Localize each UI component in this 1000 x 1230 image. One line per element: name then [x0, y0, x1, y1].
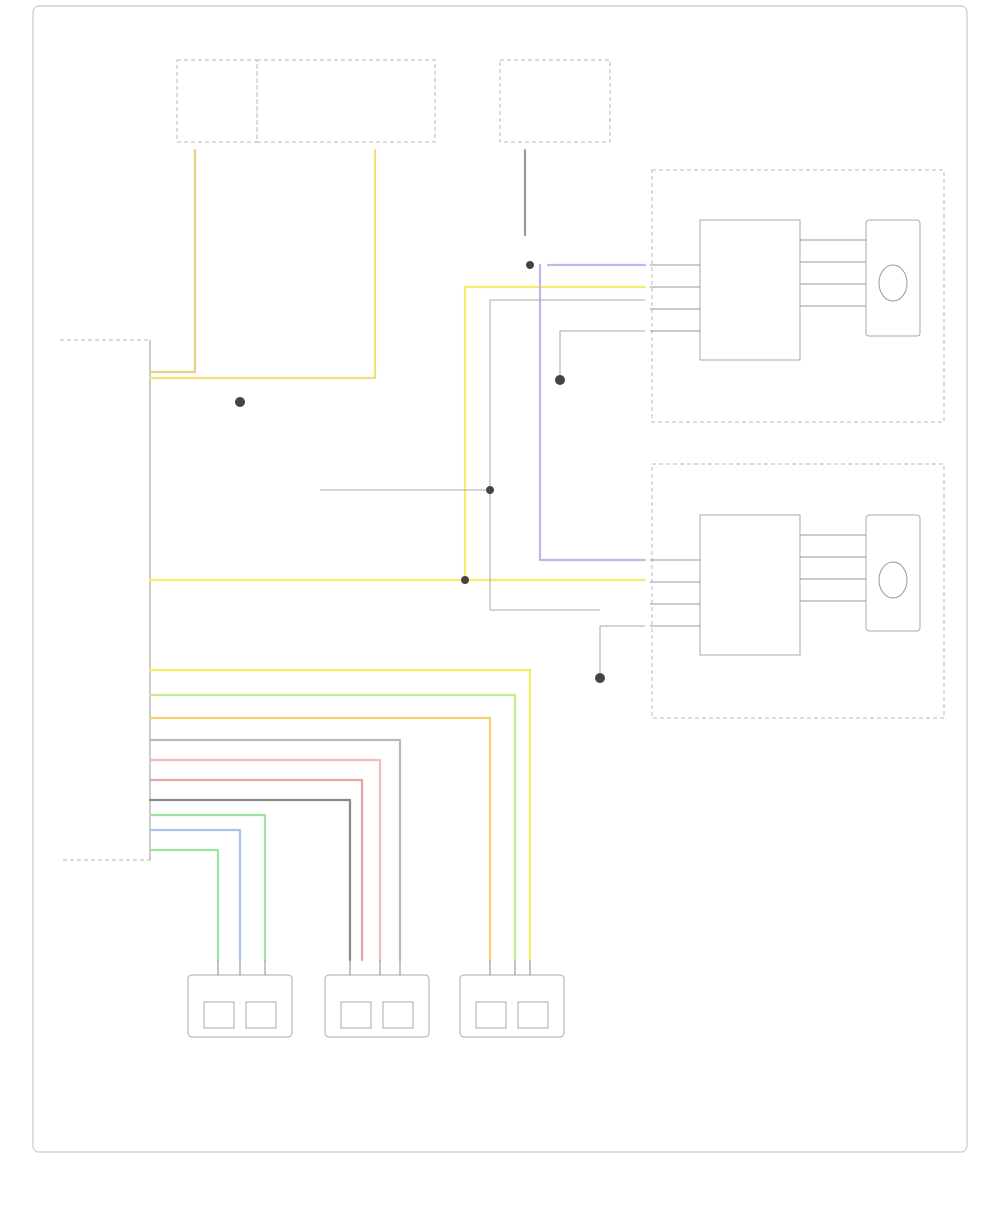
- wire-ground-1: [559, 330, 645, 380]
- wire-yellow-feed: [148, 148, 377, 380]
- wire-sensor-2b: [148, 758, 382, 962]
- wires: [148, 148, 647, 962]
- junction-dots: [235, 261, 605, 683]
- wire-sensor-3a: [148, 668, 532, 962]
- top-center-module: [256, 59, 436, 143]
- wire-sensor-3c: [148, 716, 492, 962]
- wire-sensor-1c: [148, 848, 220, 962]
- top-left-module: [176, 59, 258, 143]
- wire-sensor-1b: [148, 828, 242, 962]
- sensor-pin-stubs: [217, 960, 531, 975]
- sensor-3: [459, 974, 565, 1038]
- wire-sensor-2a: [148, 738, 402, 962]
- wire-tan-feed: [148, 148, 197, 374]
- sensor-2: [324, 974, 430, 1038]
- wire-gray-link: [489, 299, 645, 611]
- wire-violet: [538, 263, 647, 562]
- wire-yellow-riser: [463, 285, 647, 582]
- wire-ground-2: [599, 625, 645, 678]
- left-headlamp-unit: [651, 169, 945, 423]
- wire-sensor-1a: [148, 813, 267, 962]
- diagram-frame: [32, 5, 968, 1153]
- wire-sensor-2c: [148, 778, 364, 962]
- wire-sensor-2d: [148, 798, 352, 962]
- control-module: [60, 339, 151, 861]
- wire-sensor-3b: [148, 693, 517, 962]
- headlamp-pin-stubs: [650, 239, 866, 627]
- sensor-1: [187, 974, 293, 1038]
- right-headlamp-unit: [651, 463, 945, 719]
- top-right-module: [499, 59, 611, 143]
